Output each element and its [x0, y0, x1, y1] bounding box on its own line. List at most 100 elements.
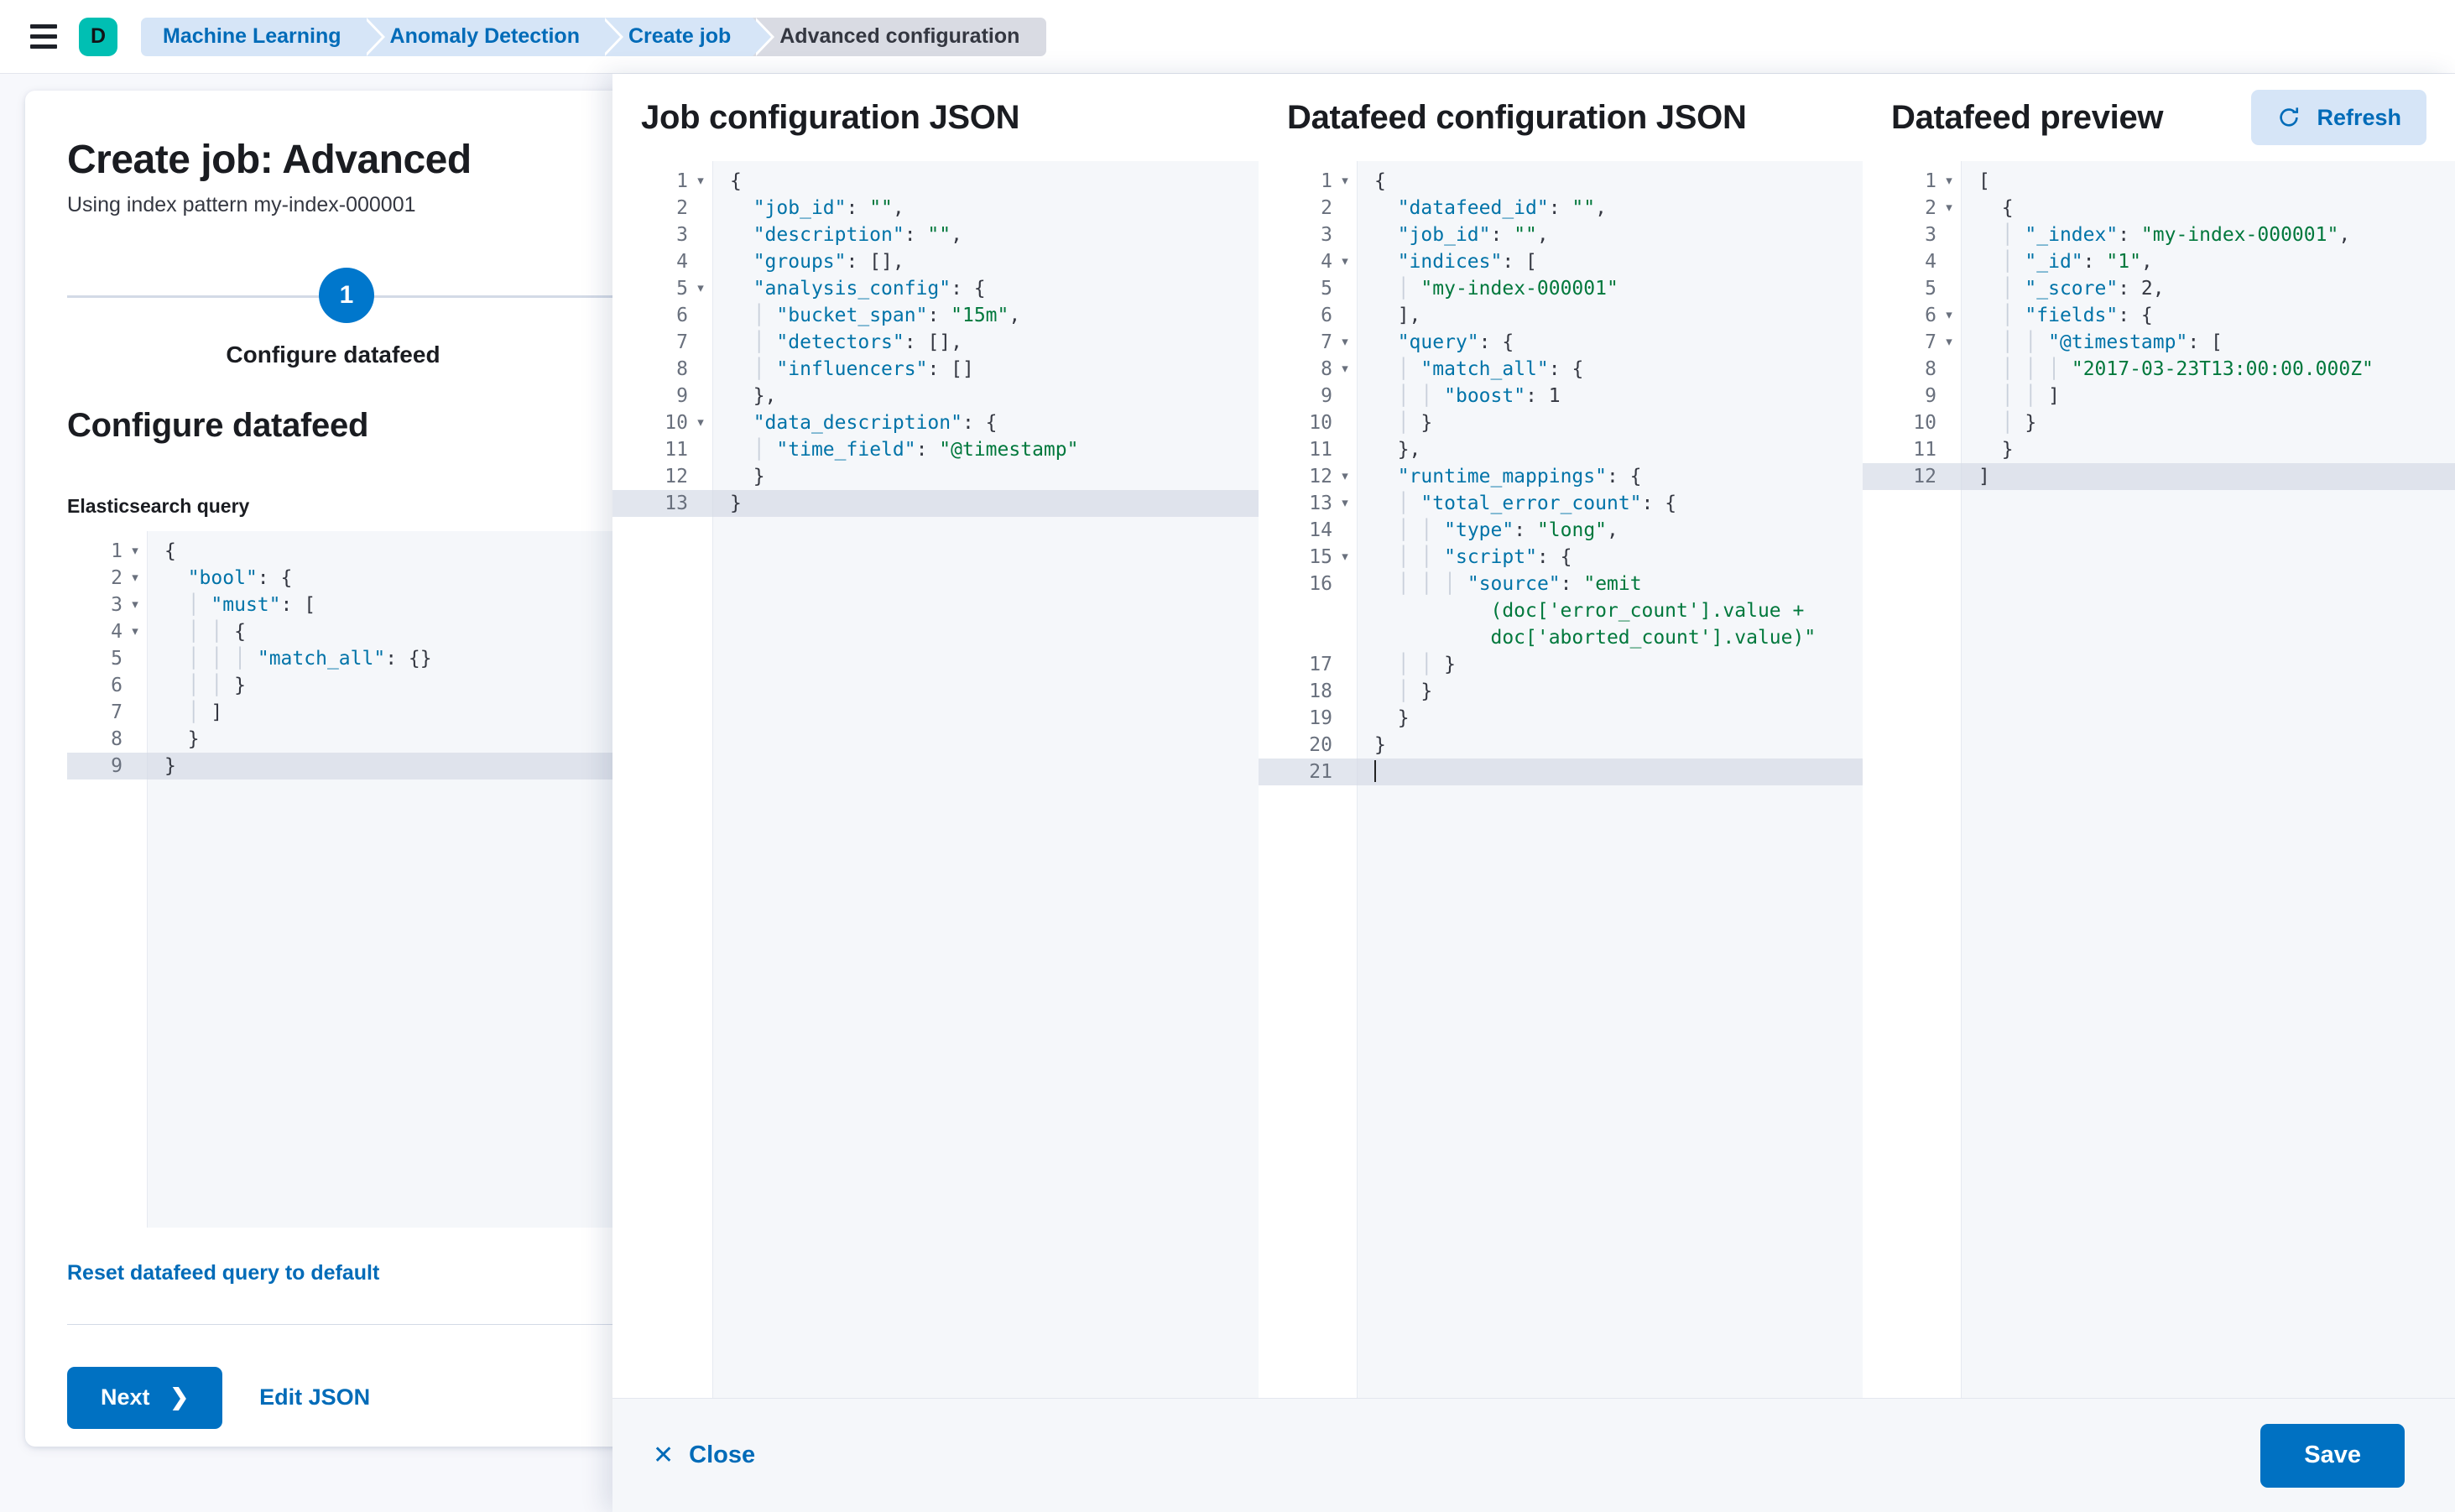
code-line[interactable]: 8▾ │ "match_all": { — [1259, 356, 1863, 383]
code-line[interactable]: 4 │ "_id": "1", — [1863, 248, 2455, 275]
job-configuration-editor[interactable]: 1▾{2 "job_id": "",3 "description": "",4 … — [612, 161, 1259, 1398]
code-text[interactable]: "job_id": "", — [1397, 224, 1549, 246]
code-line[interactable]: 11 }, — [1259, 436, 1863, 463]
edit-json-button[interactable]: Edit JSON — [259, 1384, 371, 1410]
code-line[interactable]: 6 │ "bucket_span": "15m", — [612, 302, 1259, 329]
code-line[interactable]: 4▾ "indices": [ — [1259, 248, 1863, 275]
code-line[interactable]: 1▾{ — [612, 168, 1259, 195]
code-text[interactable]: } — [730, 466, 765, 487]
code-text[interactable]: } — [1374, 707, 1410, 729]
code-text[interactable]: "runtime_mappings": { — [1397, 466, 1642, 487]
code-line[interactable]: 2 "job_id": "", — [612, 195, 1259, 222]
code-text[interactable]: [ — [1978, 170, 1990, 192]
code-line[interactable]: 7▾ │ │ "@timestamp": [ — [1863, 329, 2455, 356]
code-line[interactable]: 3 "description": "", — [612, 222, 1259, 248]
fold-arrow-icon[interactable]: ▾ — [1342, 254, 1348, 269]
code-text[interactable]: │ "time_field": "@timestamp" — [753, 439, 1079, 461]
code-text[interactable]: │ │ "boost": 1 — [1397, 385, 1561, 407]
code-line[interactable]: 6 │ │ } — [67, 672, 1183, 699]
code-line[interactable]: 3 "job_id": "", — [1259, 222, 1863, 248]
hamburger-menu-icon[interactable] — [27, 20, 60, 54]
code-line[interactable]: 8 │ "influencers": [] — [612, 356, 1259, 383]
fold-arrow-icon[interactable]: ▾ — [1342, 174, 1348, 188]
code-text[interactable]: │ "total_error_count": { — [1397, 493, 1677, 514]
code-line[interactable]: 12▾ "runtime_mappings": { — [1259, 463, 1863, 490]
stepper-step-1[interactable]: 1 — [319, 267, 374, 323]
code-line[interactable]: 12 } — [612, 463, 1259, 490]
code-text[interactable]: } — [1978, 439, 2014, 461]
save-button[interactable]: Save — [2260, 1423, 2405, 1488]
code-text[interactable]: │ │ ] — [2001, 385, 2060, 407]
code-text[interactable]: │ } — [2001, 412, 2037, 434]
editor-code-area[interactable]: 1▾[2▾ {3 │ "_index": "my-index-000001",4… — [1863, 161, 2455, 490]
code-text[interactable]: │ │ { — [187, 620, 246, 643]
code-text[interactable]: │ "bucket_span": "15m", — [753, 305, 1021, 326]
code-line[interactable]: 5▾ "analysis_config": { — [612, 275, 1259, 302]
code-text[interactable]: { — [164, 540, 176, 562]
fold-arrow-icon[interactable]: ▾ — [1946, 201, 1952, 215]
breadcrumb-item-create-job[interactable]: Create job — [601, 17, 775, 56]
reset-datafeed-query-link[interactable]: Reset datafeed query to default — [67, 1260, 380, 1285]
fold-arrow-icon[interactable]: ▾ — [1342, 496, 1348, 510]
code-text[interactable]: { — [1374, 170, 1386, 192]
refresh-button[interactable]: Refresh — [2251, 90, 2426, 145]
code-text[interactable]: } — [164, 754, 176, 777]
code-line[interactable]: 10▾ "data_description": { — [612, 409, 1259, 436]
code-line[interactable]: 7 │ "detectors": [], — [612, 329, 1259, 356]
code-line[interactable]: 9 │ │ ] — [1863, 383, 2455, 409]
code-text[interactable]: │ "match_all": { — [1397, 358, 1584, 380]
code-text[interactable]: │ ] — [187, 701, 223, 723]
code-line[interactable]: 12] — [1863, 463, 2455, 490]
code-line[interactable]: 14 │ │ "type": "long", — [1259, 517, 1863, 544]
code-line[interactable]: 8 } — [67, 726, 1183, 753]
code-line[interactable]: 2 "datafeed_id": "", — [1259, 195, 1863, 222]
code-text[interactable]: }, — [730, 385, 777, 407]
code-text[interactable]: "indices": [ — [1397, 251, 1537, 273]
code-text[interactable]: │ "_score": 2, — [2001, 278, 2165, 300]
code-line[interactable]: 19 } — [1259, 705, 1863, 732]
code-line[interactable]: 4▾ │ │ { — [67, 618, 1183, 645]
code-line[interactable]: 1▾{ — [1259, 168, 1863, 195]
code-line[interactable]: 7 │ ] — [67, 699, 1183, 726]
code-text[interactable]: │ │ │ "match_all": {} — [187, 647, 432, 670]
code-line[interactable]: 20} — [1259, 732, 1863, 759]
code-text[interactable]: │ "_id": "1", — [2001, 251, 2153, 273]
code-line[interactable]: 10 │ } — [1863, 409, 2455, 436]
code-text[interactable]: │ │ } — [187, 674, 246, 696]
code-line[interactable]: 16 │ │ │ "source": "emit (doc['error_cou… — [1259, 571, 1863, 651]
code-line[interactable]: 21 — [1259, 759, 1863, 785]
fold-arrow-icon[interactable]: ▾ — [1342, 469, 1348, 483]
avatar[interactable]: D — [79, 17, 117, 56]
code-line[interactable]: 2▾ { — [1863, 195, 2455, 222]
code-text[interactable]: { — [1978, 197, 2014, 219]
fold-arrow-icon[interactable]: ▾ — [1946, 308, 1952, 322]
code-text[interactable]: │ "fields": { — [2001, 305, 2153, 326]
code-text[interactable]: } — [730, 493, 742, 514]
code-text[interactable]: ] — [1978, 466, 1990, 487]
datafeed-preview-editor[interactable]: 1▾[2▾ {3 │ "_index": "my-index-000001",4… — [1863, 161, 2455, 1398]
code-line[interactable]: 1▾{ — [67, 538, 1183, 565]
code-line[interactable]: 10 │ } — [1259, 409, 1863, 436]
code-line[interactable]: 9 }, — [612, 383, 1259, 409]
code-line[interactable]: 6 ], — [1259, 302, 1863, 329]
code-line[interactable]: 3 │ "_index": "my-index-000001", — [1863, 222, 2455, 248]
fold-arrow-icon[interactable]: ▾ — [1342, 335, 1348, 349]
code-line[interactable]: 5 │ │ │ "match_all": {} — [67, 645, 1183, 672]
fold-arrow-icon[interactable]: ▾ — [697, 281, 704, 295]
breadcrumb-item-advanced-configuration[interactable]: Advanced configuration — [753, 17, 1047, 56]
code-line[interactable]: 3▾ │ "must": [ — [67, 592, 1183, 618]
fold-arrow-icon[interactable]: ▾ — [1342, 362, 1348, 376]
code-text[interactable]: │ │ "script": { — [1397, 546, 1572, 568]
code-line[interactable]: 13} — [612, 490, 1259, 517]
code-text[interactable]: ], — [1374, 305, 1421, 326]
fold-arrow-icon[interactable]: ▾ — [1342, 550, 1348, 564]
editor-code-area[interactable]: 1▾{2 "datafeed_id": "",3 "job_id": "",4▾… — [1259, 161, 1863, 785]
code-text[interactable]: │ "_index": "my-index-000001", — [2001, 224, 2351, 246]
fold-arrow-icon[interactable]: ▾ — [132, 543, 138, 558]
code-text[interactable]: │ │ "@timestamp": [ — [2001, 331, 2223, 353]
code-text[interactable]: │ "detectors": [], — [753, 331, 962, 353]
code-text[interactable]: │ "my-index-000001" — [1397, 278, 1618, 300]
code-text[interactable]: } — [164, 727, 200, 750]
code-text[interactable] — [1358, 759, 1863, 785]
next-button[interactable]: Next ❯ — [67, 1366, 223, 1429]
